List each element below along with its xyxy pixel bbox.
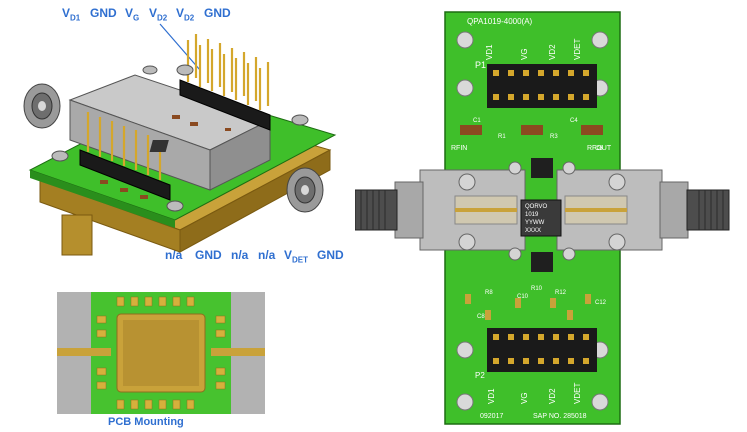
- rf-trace-out: [565, 208, 627, 212]
- top-label-vd1: VD1: [62, 6, 81, 23]
- chip-marking-brand: QORVO: [525, 204, 548, 210]
- sma-body-left: [355, 189, 398, 231]
- ref-r10: R10: [531, 286, 543, 292]
- ref-c8: C8: [477, 314, 485, 320]
- chip-marking-lot: XXXX: [525, 228, 541, 234]
- ref-r3: R3: [550, 134, 558, 140]
- top-pin-vg: VG: [520, 48, 529, 60]
- top-header-labels: VD1 GND VG VD2 VD2 GND: [62, 6, 262, 24]
- ref-r1: R1: [498, 134, 506, 140]
- bottom-pin-vg: VG: [520, 392, 529, 404]
- ref-c4: C4: [570, 118, 578, 124]
- bottom-pin-vdet: VDET: [573, 383, 582, 404]
- green-pcb-edge: [30, 170, 175, 228]
- bottom-label-gnd: GND: [195, 248, 222, 262]
- pcb-mounting-caption: PCB Mounting: [108, 416, 184, 428]
- top-pin-header: [179, 34, 271, 131]
- bottom-label-gnd-2: GND: [317, 248, 344, 262]
- top-label-vg: VG: [125, 6, 140, 23]
- smd-components: [100, 115, 231, 199]
- top-label-gnd: GND: [90, 6, 117, 20]
- isometric-board-illustration: [23, 23, 337, 256]
- lower-ic: [531, 252, 553, 272]
- top-label-gnd-2: GND: [204, 6, 231, 20]
- header-ref-p1: P1: [475, 60, 486, 70]
- chip-marking-date: YYWW: [525, 220, 545, 226]
- rf-out-label: RFOUT: [587, 145, 612, 152]
- top-capacitors: [460, 125, 603, 135]
- rf-in-label: RFIN: [451, 145, 467, 152]
- board-sap-number: SAP NO. 285018: [533, 413, 587, 420]
- standoff-screws: [51, 64, 309, 212]
- top-view-board: QPA1019-4000(A) VD1 VG VD2 VDET P1 C1 R1…: [355, 11, 730, 425]
- bottom-label-vdet: VDET: [284, 248, 309, 265]
- sma-connector-right: [286, 167, 324, 213]
- rf-trace-right: [211, 348, 265, 356]
- bottom-pin-header: [79, 112, 171, 201]
- top-label-vd2-b: VD2: [176, 6, 195, 23]
- chip-marking-part: 1019: [525, 212, 539, 218]
- mmic-chip-3d: [149, 140, 169, 152]
- ref-r8: R8: [485, 290, 493, 296]
- sma-knurling: [360, 190, 724, 230]
- ref-c10: C10: [517, 294, 529, 300]
- ref-c1: C1: [473, 118, 481, 124]
- ref-c6: C6: [595, 146, 603, 152]
- bottom-header-labels: n/a GND n/a n/a VDET GND: [165, 248, 355, 266]
- pcb-mounting-illustration: [57, 292, 265, 414]
- top-header-block: [487, 64, 597, 108]
- gold-mount-block: [61, 214, 93, 256]
- header-ref-p2: P2: [475, 371, 485, 380]
- ref-r12: R12: [555, 290, 567, 296]
- board-part-number: QPA1019-4000(A): [467, 17, 533, 26]
- top-pin-vdet: VDET: [573, 39, 582, 60]
- perimeter-pads: [96, 296, 226, 410]
- bottom-components: [465, 294, 591, 320]
- sma-connector-left: [23, 83, 61, 129]
- connector-flange-right: [659, 181, 689, 239]
- rf-trace-in: [455, 208, 517, 212]
- sma-body-right: [686, 189, 730, 231]
- top-leader-line: [159, 23, 201, 71]
- bottom-pin-vd1: VD1: [487, 388, 496, 404]
- rf-trace-left: [57, 348, 111, 356]
- top-pin-vd1: VD1: [485, 44, 494, 60]
- bottom-header-block: [487, 328, 597, 372]
- bottom-label-na-3: n/a: [258, 248, 276, 262]
- bottom-label-na-2: n/a: [231, 248, 249, 262]
- ground-paddle-inner: [123, 320, 199, 386]
- top-pin-vd2: VD2: [548, 44, 557, 60]
- ref-c12: C12: [595, 300, 607, 306]
- rf-connector-right-face: [209, 119, 271, 191]
- bottom-pin-vd2: VD2: [548, 388, 557, 404]
- top-label-vd2-a: VD2: [149, 6, 168, 23]
- mmic-chip: [520, 199, 562, 237]
- connector-flange-left: [394, 181, 424, 239]
- board-date-code: 092017: [480, 413, 503, 420]
- housing-screws: [458, 161, 626, 261]
- upper-ic: [531, 158, 553, 178]
